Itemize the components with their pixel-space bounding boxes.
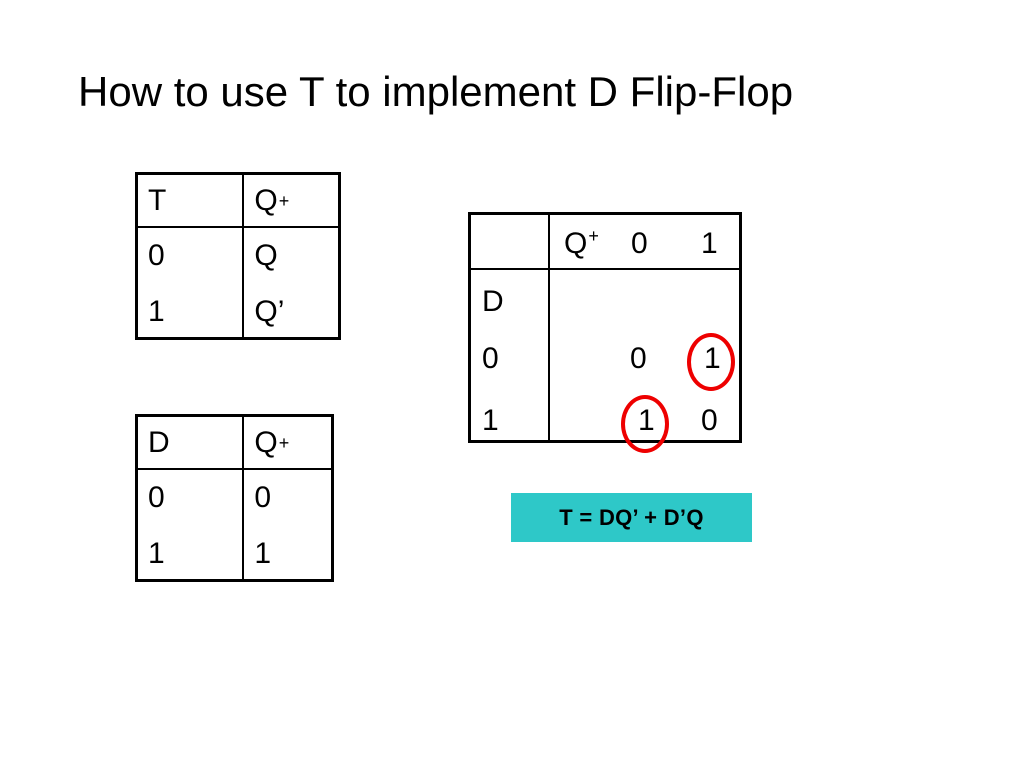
table-header-row: T Q+ (138, 175, 338, 228)
kmap-cell-value: 1 (638, 404, 655, 437)
kmap-cell-value: 0 (630, 342, 647, 375)
table-header-cell-input: D (138, 417, 245, 468)
kmap-column-header-1: 1 (701, 227, 718, 260)
page-title: How to use T to implement D Flip-Flop (78, 68, 794, 115)
table-cell-output: 0 (254, 481, 272, 514)
table-header-row: D Q+ (138, 417, 331, 470)
table-cell-input: 1 (138, 526, 245, 582)
truth-table-d-flip-flop: D Q+ 0 0 1 1 (135, 414, 334, 582)
truth-table-t-flip-flop: T Q+ 0 Q 1 Q’ (135, 172, 341, 340)
q-label: Q (254, 183, 278, 217)
kmap-column-header-0: 0 (631, 227, 648, 260)
kmap-header-row (471, 215, 739, 270)
formula-highlight-box: T = DQ’ + D’Q (511, 493, 752, 542)
table-header-cell-input: T (138, 175, 245, 226)
table-cell-input: 1 (138, 284, 245, 340)
table-header-cell-output: Q+ (254, 425, 290, 459)
q-label: Q (254, 425, 278, 459)
table-row: 0 Q (138, 228, 338, 284)
kmap-row-header-0: 0 (482, 342, 499, 375)
kmap-row-header-1: 1 (482, 404, 499, 437)
q-label: Q (564, 227, 588, 260)
table-cell-output: Q’ (254, 295, 285, 328)
kmap-column-axis-label: Q+ (564, 226, 599, 260)
table-header-cell-output: Q+ (254, 183, 290, 217)
karnaugh-map: Q+ 0 1 D 0 1 0 1 1 0 (468, 212, 742, 453)
kmap-cell-value: 1 (704, 342, 721, 375)
kmap-vertical-divider (548, 215, 550, 440)
table-cell-input: 0 (138, 228, 245, 284)
kmap-row-axis-label: D (482, 285, 504, 318)
table-row: 1 Q’ (138, 284, 338, 340)
table-cell-output: 1 (254, 537, 272, 570)
kmap-cell-value: 0 (701, 404, 718, 437)
table-cell-input: 0 (138, 470, 245, 526)
table-row: 1 1 (138, 526, 331, 582)
table-cell-output: Q (254, 239, 278, 272)
plus-superscript-icon: + (588, 226, 599, 246)
table-row: 0 0 (138, 470, 331, 526)
